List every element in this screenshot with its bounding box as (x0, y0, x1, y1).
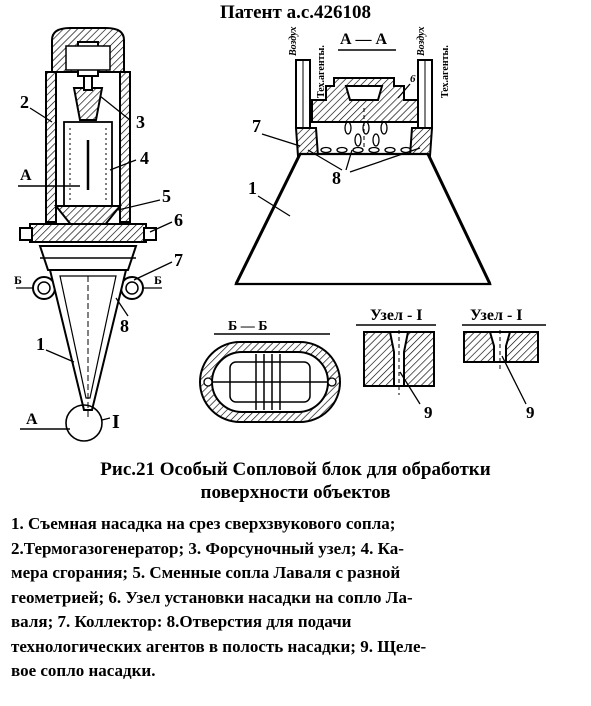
left-callout-3: 3 (136, 112, 145, 132)
left-callout-I: I (112, 411, 120, 433)
aa-callout-1: 1 (248, 178, 257, 198)
left-b-left: Б (14, 273, 22, 287)
left-section-letter-bottom: А (26, 411, 38, 428)
bb-section-title: Б — Б (228, 319, 268, 334)
generator-assembly (16, 27, 173, 442)
air-label-right: Воздух (416, 27, 427, 57)
caption-line-2: поверхности объектов (200, 482, 391, 503)
legend-line: технологических агентов в полость насадк… (11, 636, 427, 656)
node-a-title: Узел - I (370, 307, 423, 324)
legend-line: 2.Термогазогенератор; 3. Форсуночный узе… (11, 538, 404, 558)
aa-section-title: А — А (340, 31, 388, 48)
agent-holes (320, 121, 412, 154)
left-callout-2: 2 (20, 92, 29, 112)
legend-line: мера сгорания; 5. Сменные сопла Лаваля с… (11, 563, 401, 582)
left-section-letter-top: А (20, 167, 32, 184)
outer-wall-right (119, 71, 131, 223)
nozzle-cone (234, 152, 492, 286)
left-callout-6: 6 (174, 210, 183, 230)
legend-line: геометрией; 6. Узел установки насадки на… (11, 587, 413, 607)
left-callout-4: 4 (140, 148, 149, 168)
aa-callout-6: 6 (410, 73, 416, 85)
injector-nozzle (83, 75, 93, 91)
node-b-callout: 9 (526, 403, 535, 422)
node-I-circle (65, 404, 103, 442)
left-callout-1: 1 (36, 334, 45, 354)
left-b-right: Б (154, 273, 162, 287)
section-bb-drawing (199, 333, 341, 423)
outer-wall-left (45, 71, 57, 223)
aa-callout-8: 8 (332, 168, 341, 188)
node-I-variant-a (356, 324, 436, 405)
technical-drawing: А А Б Б 1 2 3 4 5 6 7 8 I (14, 27, 546, 442)
figure-caption: Рис.21 Особый Сопловой блок для обработк… (0, 458, 591, 504)
aa-callout-7: 7 (252, 116, 261, 136)
node-I-variant-b (462, 324, 546, 405)
legend-line: 1. Съемная насадка на срез сверхзвуковог… (11, 514, 396, 533)
air-label-left: Воздух (288, 27, 299, 57)
injector-cone (72, 87, 104, 121)
legend-line: валя; 7. Коллектор: 8.Отверстия для пода… (11, 612, 352, 631)
caption-line-1: Рис.21 Особый Сопловой блок для обработк… (100, 459, 491, 480)
left-callout-7: 7 (174, 250, 183, 270)
node-b-title: Узел - I (470, 307, 523, 324)
inner-cavity (65, 45, 111, 71)
agents-label-left: Тех.агенты. (316, 45, 327, 98)
left-callout-5: 5 (162, 186, 171, 206)
left-callout-8: 8 (120, 316, 129, 336)
legend-line: вое сопло насадки. (11, 661, 156, 680)
mount-flange (29, 223, 147, 243)
node-a-callout: 9 (424, 403, 433, 422)
section-aa-drawing (234, 49, 492, 286)
patent-title: Патент а.с.426108 (219, 2, 372, 23)
agents-label-right: Тех.агенты. (440, 45, 451, 98)
figure-legend: 1. Съемная насадка на срез сверхзвуковог… (11, 512, 583, 684)
